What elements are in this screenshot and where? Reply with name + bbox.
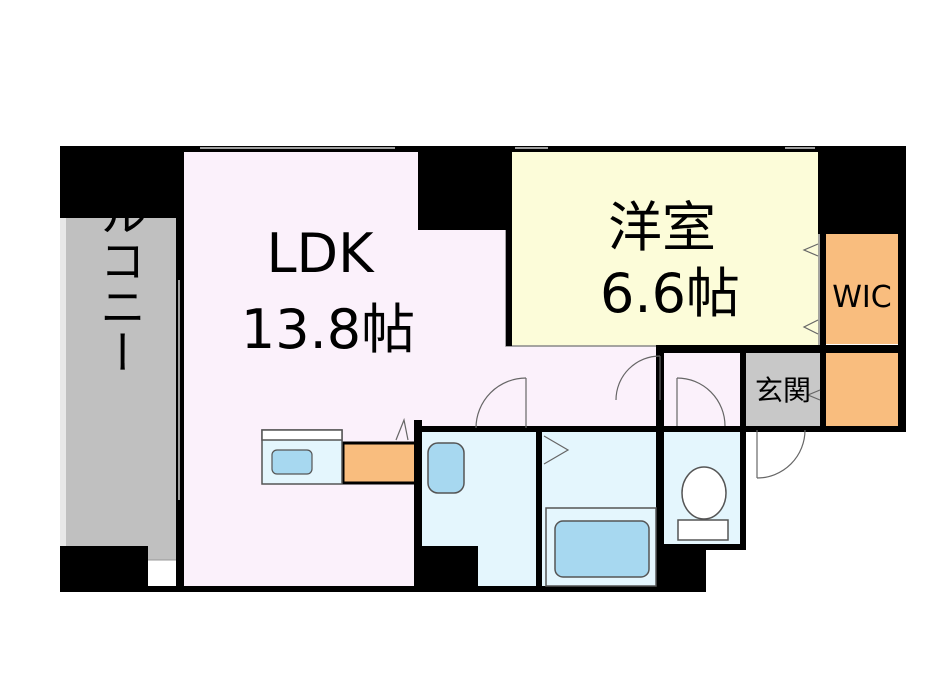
washbasin bbox=[427, 442, 465, 494]
western-size-label: 6.6帖 bbox=[600, 262, 740, 325]
balcony bbox=[60, 190, 183, 591]
entrance-area bbox=[745, 352, 822, 428]
toilet bbox=[677, 466, 729, 541]
kitchen-storage bbox=[341, 441, 422, 485]
ldk-room bbox=[182, 150, 745, 588]
entrance-label: 玄関 bbox=[755, 374, 811, 407]
bathtub bbox=[545, 507, 657, 587]
wic-label: WIC bbox=[832, 280, 891, 315]
windows bbox=[178, 147, 815, 500]
door-swings bbox=[395, 243, 821, 479]
western-room bbox=[505, 149, 820, 347]
ldk-name-label: LDK bbox=[266, 222, 375, 285]
structural-walls bbox=[60, 146, 906, 592]
balcony-label: バルコニー bbox=[93, 145, 147, 375]
kitchen-counter bbox=[261, 429, 343, 485]
ldk-size-label: 13.8帖 bbox=[241, 298, 415, 361]
western-name-label: 洋室 bbox=[608, 196, 716, 259]
storage-closet bbox=[824, 350, 900, 426]
walk-in-closet bbox=[824, 232, 900, 344]
